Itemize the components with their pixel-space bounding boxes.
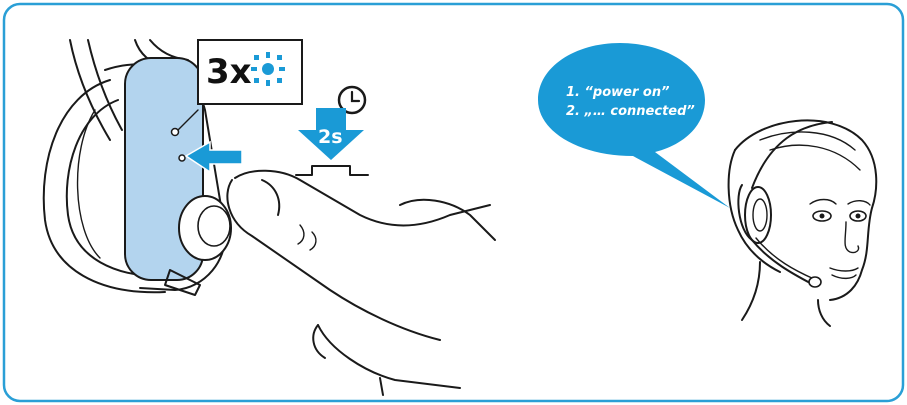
speech-line-2: 2. „… connected” (566, 104, 695, 119)
button-press-symbol (296, 166, 368, 175)
led-indicator (172, 129, 179, 136)
person-head-with-headset (729, 120, 877, 326)
speech-line-1: 1. “power on” (566, 85, 669, 100)
timer-group: 2s (296, 87, 368, 175)
blinking-light-icon (251, 52, 285, 86)
hold-duration-label: 2s (318, 126, 343, 148)
blink-count-label: 3x (206, 52, 252, 92)
pressing-hand (227, 171, 495, 395)
speech-bubble: 1. “power on” 2. „… connected” (538, 43, 730, 208)
